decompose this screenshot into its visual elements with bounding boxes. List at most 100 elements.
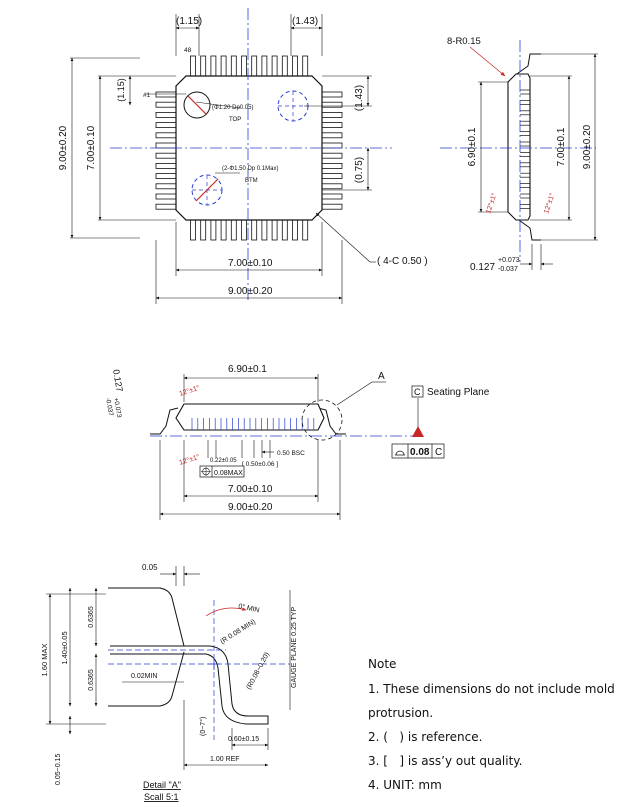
lead-left bbox=[155, 173, 177, 180]
lead-right bbox=[321, 162, 343, 169]
lead-bottom bbox=[292, 219, 298, 241]
detail-angle-min-label: 0° MIN bbox=[238, 602, 261, 614]
side-lead-thickness-base: 0.127 bbox=[470, 262, 495, 273]
seating-plane-marker bbox=[412, 426, 424, 437]
detail-upper-label: 0.6365 bbox=[88, 606, 95, 628]
lead-bottom bbox=[271, 219, 278, 241]
detail-gauge-label: GAUGE PLANE 0.25 TYP bbox=[291, 606, 298, 688]
lead-right bbox=[321, 112, 343, 118]
pitch-ref-label: (1.15) bbox=[176, 16, 202, 27]
detail-lower-label: 0.6365 bbox=[88, 669, 95, 691]
lead-right bbox=[321, 183, 343, 190]
front-overall-label: 9.00±0.20 bbox=[228, 502, 273, 513]
lead-left bbox=[155, 203, 177, 210]
detail-top-gap-label: 0.05 bbox=[142, 563, 158, 572]
lead-right bbox=[321, 101, 343, 108]
detail-standoff-label: 0.05~0.15 bbox=[55, 754, 62, 785]
overall-height-label: 9.00±0.20 bbox=[58, 125, 69, 170]
lead-bottom bbox=[210, 219, 217, 241]
lead-bottom bbox=[230, 219, 237, 241]
detail-lead-angle-label: (0~7°) bbox=[199, 717, 207, 736]
detail-radius-min-label: (R 0.08 MIN) bbox=[219, 619, 257, 646]
btm-mark-label: (2-Φ1.50 Dp 0.1Max) bbox=[222, 166, 278, 172]
lead-left bbox=[155, 112, 177, 118]
lead-left bbox=[155, 183, 177, 190]
lead-bottom bbox=[200, 219, 207, 241]
side-lead-thickness-minus: -0.037 bbox=[498, 266, 518, 273]
side-overall-label: 9.00±0.20 bbox=[582, 124, 593, 169]
front-view-lead-right bbox=[317, 407, 346, 435]
front-view-body bbox=[175, 403, 325, 431]
side-lead-thickness-plus: +0.073 bbox=[498, 257, 520, 264]
lead-left bbox=[155, 152, 177, 159]
side-body-label: 7.00±0.1 bbox=[556, 127, 567, 166]
top-label: TOP bbox=[229, 117, 241, 123]
note-item-1: 1. These dimensions do not include mold bbox=[368, 682, 615, 696]
seating-datum-box bbox=[411, 385, 424, 398]
front-pitch-label: [ 0.50±0.06 ] bbox=[242, 461, 278, 468]
lead-top bbox=[251, 55, 258, 77]
front-angle-top-label: 12°±1° bbox=[178, 384, 201, 398]
lead-left bbox=[155, 91, 177, 98]
lead-top bbox=[281, 55, 288, 77]
lead-top bbox=[210, 55, 217, 77]
lead-bottom bbox=[190, 219, 196, 241]
lead-right bbox=[321, 193, 343, 200]
lead-right bbox=[321, 152, 343, 159]
front-side-thickness-base: 0.127 bbox=[111, 369, 125, 393]
lead-left bbox=[155, 142, 177, 149]
detail-view-lead bbox=[110, 645, 269, 725]
lead-left bbox=[155, 162, 177, 169]
lead-top bbox=[271, 55, 278, 77]
front-bsc-label: 0.50 BSC bbox=[277, 450, 305, 457]
right-dim-label: (0.75) bbox=[354, 157, 365, 183]
lead-bottom bbox=[241, 219, 247, 241]
overall-width-label: 9.00±0.20 bbox=[228, 286, 273, 297]
front-lead-width-label: 0.22±0.05 bbox=[210, 458, 237, 464]
side-angle-left-label: 12°±1° bbox=[484, 192, 498, 215]
lead-top bbox=[302, 55, 309, 77]
lead-right bbox=[321, 203, 343, 210]
lead-bottom bbox=[302, 219, 309, 241]
position-tol-label: 0.08MAX bbox=[214, 470, 243, 477]
lead-left bbox=[155, 193, 177, 200]
note-item-4: 4. UNIT: mm bbox=[368, 778, 442, 792]
lead-right bbox=[321, 91, 343, 98]
lead-top bbox=[241, 55, 247, 77]
top-mark-label: (Φ1.20 Dp0.05) bbox=[212, 105, 253, 111]
front-width-label: 7.00±0.10 bbox=[228, 484, 273, 495]
btm-label: BTM bbox=[245, 178, 258, 184]
lead-right bbox=[321, 173, 343, 180]
lead-width-ref-label: (1.43) bbox=[292, 16, 318, 27]
front-view-lead-left bbox=[150, 407, 179, 435]
front-side-thickness-plus: +0.073 bbox=[112, 397, 122, 418]
body-width-label: 7.00±0.10 bbox=[228, 258, 273, 269]
lead-right bbox=[321, 122, 343, 128]
side-radius-label: 8-R0.15 bbox=[447, 36, 481, 47]
lead-right bbox=[321, 132, 343, 139]
note-item-3: 3. [ ] is ass’y out quality. bbox=[368, 754, 523, 768]
flatness-icon bbox=[395, 450, 405, 456]
side-angle-right-label: 12°±1° bbox=[542, 192, 556, 215]
detail-a-circle bbox=[301, 399, 343, 441]
coplanarity-datum: C bbox=[435, 447, 442, 458]
chamfer-label: ( 4-C 0.50 ) bbox=[377, 256, 428, 267]
lead-left bbox=[155, 122, 177, 128]
lead-top bbox=[220, 55, 227, 77]
lead-left bbox=[155, 101, 177, 108]
front-view-leads bbox=[191, 418, 315, 430]
front-angle-bottom-label: 12°±1° bbox=[178, 453, 201, 467]
detail-scale: Scall 5:1 bbox=[144, 792, 179, 802]
lead-bottom bbox=[261, 219, 268, 241]
front-body-label: 6.90±0.1 bbox=[228, 364, 267, 375]
position-tol-frame bbox=[199, 465, 245, 478]
lead-top bbox=[292, 55, 298, 77]
coplanarity-value: 0.08 bbox=[410, 447, 430, 458]
lead-bottom bbox=[251, 219, 258, 241]
side-view-leads bbox=[520, 89, 530, 209]
pin1-mark bbox=[183, 91, 211, 119]
lead-top bbox=[200, 55, 207, 77]
side-thickness-label: 6.90±0.1 bbox=[467, 127, 478, 166]
seating-datum: C bbox=[414, 387, 421, 397]
